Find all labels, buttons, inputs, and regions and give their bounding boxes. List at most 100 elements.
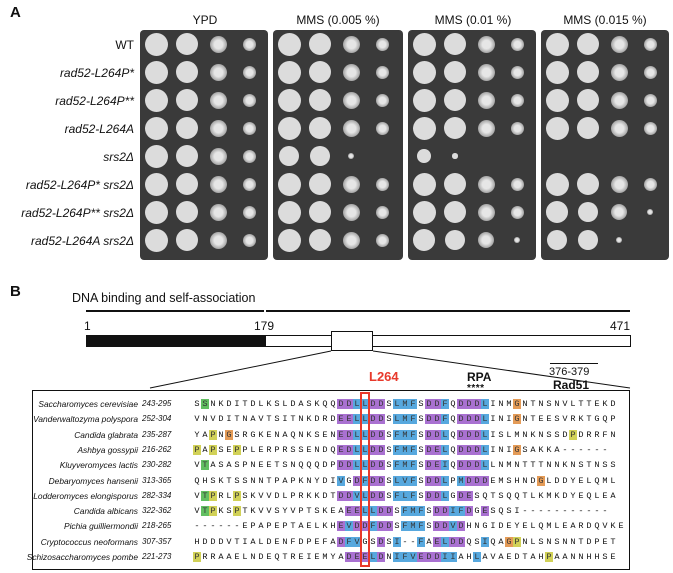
colony-spot	[144, 88, 168, 112]
colony-spot	[616, 237, 622, 243]
species-name: Pichia guilliermondii	[63, 521, 138, 532]
colony-spot	[577, 173, 599, 195]
colony-spot	[209, 35, 227, 53]
colony-spot	[646, 208, 654, 216]
strain-label-l264p2-srs2: rad52-L264P** srs2Δ	[21, 206, 134, 220]
strain-label-l264p1-srs2: rad52-L264P* srs2Δ	[25, 178, 134, 192]
strain-label-l264p2: rad52-L264P**	[55, 94, 134, 108]
rad51-range: 376-379	[549, 366, 590, 378]
species-name: Candida albicans	[73, 506, 138, 517]
strain-label-l264p1: rad52-L264P*	[59, 66, 134, 80]
panel-b-label: B	[10, 283, 21, 300]
colony-spot	[242, 149, 256, 163]
colony-spot	[452, 153, 458, 159]
condition-label-mms-001: MMS (0.01 %)	[434, 13, 512, 27]
colony-spot	[510, 205, 524, 219]
colony-spot	[342, 35, 360, 53]
condition-label-ypd: YPD	[192, 13, 218, 27]
colony-spot	[375, 233, 389, 247]
colony-spot	[477, 175, 495, 193]
colony-spot	[277, 32, 301, 56]
colony-spot	[546, 201, 568, 223]
colony-spot	[610, 203, 628, 221]
colony-spot	[412, 116, 436, 140]
colony-spot	[513, 236, 521, 244]
colony-spot	[610, 91, 628, 109]
colony-spot	[242, 177, 256, 191]
colony-spot	[209, 91, 227, 109]
colony-spot	[610, 175, 628, 193]
species-name: Debaryomyces hansenii	[48, 475, 138, 486]
domain-bracket-line	[86, 310, 264, 312]
species-name: Candida glabrata	[74, 429, 138, 440]
strain-label-srs2: srs2Δ	[103, 150, 134, 164]
colony-spot	[412, 60, 436, 84]
residue-range: 322-362	[142, 506, 172, 516]
colony-spot	[510, 121, 524, 135]
colony-spot	[412, 200, 436, 224]
residue-range: 307-357	[142, 536, 172, 546]
species-name: Lodderomyces elongisporus	[33, 490, 138, 501]
rad52-bracket-line	[266, 310, 630, 312]
colony-spot	[144, 116, 168, 140]
colony-spot	[610, 35, 628, 53]
colony-spot	[412, 88, 436, 112]
colony-spot	[277, 60, 301, 84]
colony-spot	[375, 205, 389, 219]
alignment-box	[32, 390, 630, 570]
colony-spot	[545, 32, 569, 56]
colony-spot	[242, 233, 256, 247]
species-name: Saccharomyces cerevisiae	[38, 399, 138, 409]
colony-spot	[477, 91, 495, 109]
domain-label: DNA binding and self-association	[72, 291, 256, 305]
colony-spot	[176, 89, 198, 111]
colony-spot	[242, 121, 256, 135]
colony-spot	[278, 145, 300, 167]
position-471: 471	[610, 319, 631, 333]
colony-spot	[643, 37, 657, 51]
l264-highlight-box	[360, 392, 370, 567]
colony-spot	[577, 89, 599, 111]
colony-spot	[144, 200, 168, 224]
colony-spot	[144, 172, 168, 196]
colony-spot	[309, 201, 331, 223]
colony-spot	[413, 229, 435, 251]
strain-label-l264a-srs2: rad52-L264A srs2Δ	[31, 234, 134, 248]
colony-spot	[444, 61, 466, 83]
colony-spot	[277, 228, 301, 252]
rad51-label: Rad51	[553, 378, 590, 392]
panel-a-label: A	[10, 4, 21, 21]
residue-range: 221-273	[142, 552, 172, 561]
rad51-bracket	[550, 363, 598, 364]
colony-spot	[610, 119, 628, 137]
residue-range: 282-334	[142, 490, 172, 500]
colony-spot	[417, 149, 431, 163]
colony-spot	[444, 89, 466, 111]
colony-spot	[209, 231, 227, 249]
colony-spot	[342, 119, 360, 137]
colony-spot	[209, 119, 227, 137]
colony-spot	[577, 117, 599, 139]
colony-spot	[444, 229, 466, 251]
colony-spot	[477, 203, 495, 221]
colony-spot	[242, 205, 256, 219]
colony-spot	[277, 88, 301, 112]
residue-range: 252-304	[142, 414, 172, 424]
colony-spot	[144, 32, 168, 56]
colony-spot	[144, 144, 168, 168]
colony-spot	[342, 203, 360, 221]
colony-spot	[477, 119, 495, 137]
colony-spot	[444, 117, 466, 139]
colony-spot	[176, 173, 198, 195]
colony-spot	[643, 177, 657, 191]
colony-spot	[545, 116, 569, 140]
colony-spot	[309, 33, 331, 55]
